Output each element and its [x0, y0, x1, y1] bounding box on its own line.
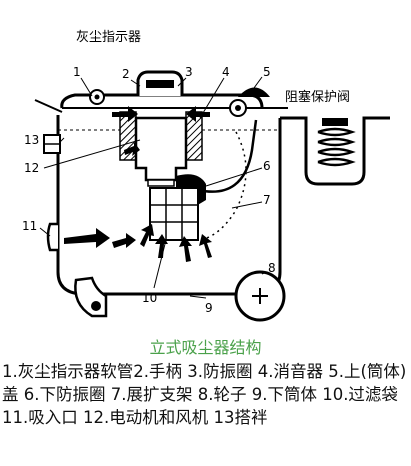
dust-indicator-hose — [89, 89, 105, 105]
part-number-2: 2 — [122, 67, 130, 81]
parts-legend: 1.灰尘指示器软管2.手柄 3.防振圈 4.消音器 5.上(筒体)盖 6.下防振… — [2, 362, 407, 427]
handle — [136, 70, 184, 96]
part-number-10: 10 — [142, 291, 157, 305]
filter-bag — [149, 187, 199, 241]
support-ribs — [199, 131, 247, 241]
part-number-9: 9 — [205, 301, 213, 315]
valve-label: 阻塞保护阀 — [285, 89, 350, 105]
upper-cover — [34, 93, 288, 113]
part-number-12: 12 — [24, 161, 39, 175]
wheel — [234, 270, 286, 322]
airflow-arrows — [64, 106, 212, 262]
part-number-13: 13 — [24, 133, 39, 147]
suction-inlet — [46, 222, 58, 252]
blocking-protection-valve: 阻塞保护阀 — [280, 89, 390, 186]
part-number-6: 6 — [263, 159, 271, 173]
vacuum-cleaner-diagram: 灰尘指示器 — [22, 30, 390, 322]
leader-lines — [39, 76, 267, 299]
expansion-support — [197, 119, 258, 193]
diagram-title: 立式吸尘器结构 — [149, 338, 262, 357]
part-number-5: 5 — [263, 65, 271, 79]
part-number-11: 11 — [22, 219, 37, 233]
front-foot — [74, 276, 108, 318]
part-number-8: 8 — [268, 261, 276, 275]
dust-indicator-label: 灰尘指示器 — [76, 30, 141, 45]
part-number-3: 3 — [185, 65, 193, 79]
part-number-1: 1 — [73, 65, 81, 79]
part-number-7: 7 — [263, 193, 271, 207]
cover-latch — [229, 87, 270, 117]
buckle — [43, 134, 61, 154]
part-number-4: 4 — [222, 65, 230, 79]
